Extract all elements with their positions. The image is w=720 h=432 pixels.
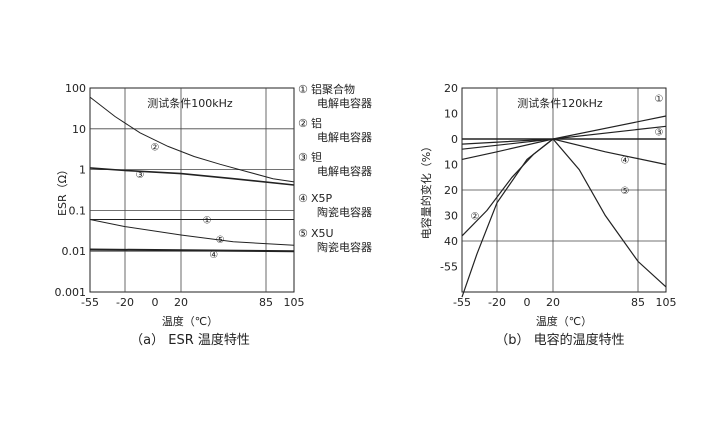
- esr-x-axis-label: 温度（℃）: [162, 314, 218, 328]
- esr-series-marker: ②: [151, 142, 160, 153]
- capacitance-y-tick-label: 20: [444, 82, 458, 95]
- esr-legend-label: 陶瓷电容器: [317, 240, 372, 254]
- capacitance-series-marker: ④: [620, 155, 629, 166]
- capacitance-y-tick-label: 10: [444, 108, 458, 121]
- capacitance-series-line: [461, 138, 667, 298]
- esr-series-marker: ③: [136, 170, 145, 181]
- esr-series-marker: ④: [209, 250, 218, 261]
- capacitance-grid: [462, 88, 666, 292]
- capacitance-series-marker: ③: [655, 127, 664, 138]
- capacitance-caption: （b） 电容的温度特性: [495, 332, 624, 348]
- esr-x-tick-label: 20: [174, 296, 188, 309]
- capacitance-x-tick-label: 85: [631, 296, 645, 309]
- esr-legend-label: 电解电容器: [317, 130, 372, 144]
- esr-legend-label: 铝聚合物: [311, 82, 355, 96]
- esr-series-marker: ⑤: [216, 235, 225, 246]
- esr-y-tick-labels: 100 10 1 0.1 0.01 0.001: [55, 82, 87, 299]
- esr-x-tick-label: -55: [81, 296, 99, 309]
- capacitance-y-tick-labels: 20 10 0 10 20 30 40 -55: [440, 82, 458, 274]
- esr-series-line: [89, 96, 295, 183]
- capacitance-x-tick-label: 20: [546, 296, 560, 309]
- esr-x-tick-label: 0: [152, 296, 159, 309]
- capacitance-series-line: [461, 115, 667, 150]
- esr-x-tick-labels: -55 -20 0 20 85 105: [81, 296, 304, 309]
- capacitance-y-tick-label: 10: [444, 159, 458, 172]
- capacitance-series-markers: ① ② ③ ④ ⑤: [471, 94, 664, 222]
- capacitance-x-axis-label: 温度（℃）: [536, 314, 592, 328]
- esr-x-tick-label: -20: [116, 296, 134, 309]
- esr-y-tick-label: 0.01: [62, 245, 87, 258]
- esr-x-tick-label: 85: [259, 296, 273, 309]
- capacitance-annotation: 测试条件120kHz: [517, 96, 603, 110]
- esr-legend-label: 铝: [311, 116, 322, 130]
- esr-caption: （a） ESR 温度特性: [130, 332, 250, 348]
- esr-grid: [90, 88, 294, 292]
- esr-y-tick-label: 1: [79, 164, 86, 177]
- esr-y-tick-label: 0.1: [69, 204, 87, 217]
- esr-legend-label: X5U: [311, 227, 334, 240]
- esr-series-line: [89, 167, 295, 186]
- capacitance-y-tick-label: 20: [444, 184, 458, 197]
- esr-legend-label: 陶瓷电容器: [317, 205, 372, 219]
- esr-legend-marker: ①: [298, 83, 308, 96]
- esr-y-tick-label: 0.001: [55, 286, 87, 299]
- esr-series-line: [89, 248, 295, 253]
- esr-series-markers: ① ② ③ ④ ⑤: [136, 142, 225, 261]
- esr-legend-marker: ⑤: [298, 227, 308, 240]
- capacitance-y-axis-label: 电容量的变化（%）: [419, 141, 433, 239]
- capacitance-y-tick-label: -55: [440, 261, 458, 274]
- capacitance-x-tick-label: 0: [524, 296, 531, 309]
- esr-series: [89, 96, 295, 253]
- esr-legend-marker: ②: [298, 117, 308, 130]
- capacitance-y-tick-label: 0: [451, 133, 458, 146]
- capacitance-x-tick-labels: -55 -20 0 20 85 105: [453, 296, 676, 309]
- esr-legend-marker: ④: [298, 192, 308, 205]
- esr-y-axis-label: ESR（Ω）: [56, 164, 69, 216]
- capacitance-chart: 20 10 0 10 20 30 40 -55 -55 -20 0 20 85 105 ① ② ③ ④ ⑤ 测试…: [419, 82, 677, 348]
- capacitance-y-tick-label: 40: [444, 235, 458, 248]
- esr-legend-label: 钽: [311, 151, 322, 164]
- capacitance-x-tick-label: -55: [453, 296, 471, 309]
- esr-y-tick-label: 100: [65, 82, 86, 95]
- esr-legend-marker: ③: [298, 151, 308, 164]
- capacitance-series-marker: ①: [655, 94, 664, 105]
- capacitance-x-tick-label: 105: [656, 296, 677, 309]
- capacitance-series-marker: ⑤: [620, 186, 629, 197]
- esr-annotation: 测试条件100kHz: [147, 96, 233, 110]
- capacitance-series: [461, 115, 667, 298]
- esr-y-tick-label: 10: [72, 123, 86, 136]
- esr-series-marker: ①: [203, 215, 212, 226]
- esr-legend-label: 电解电容器: [317, 96, 372, 110]
- esr-plot-frame: [89, 87, 295, 293]
- capacitance-series-marker: ②: [471, 212, 480, 223]
- esr-legend-label: X5P: [311, 192, 333, 205]
- capacitance-x-tick-label: -20: [488, 296, 506, 309]
- esr-legend-label: 电解电容器: [317, 164, 372, 178]
- esr-x-tick-label: 105: [284, 296, 305, 309]
- capacitance-y-tick-label: 30: [444, 210, 458, 223]
- esr-series-line: [89, 219, 295, 246]
